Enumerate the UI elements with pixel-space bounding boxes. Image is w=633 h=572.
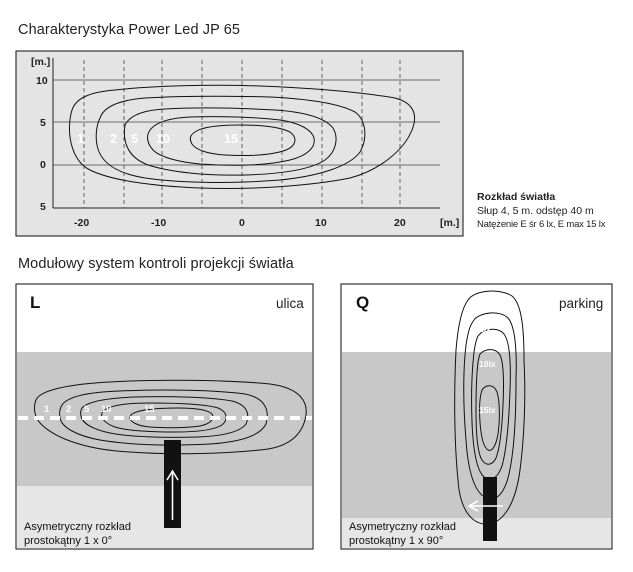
chart-frame: [15, 50, 464, 237]
panel-q-contour-label-5: 5lx: [479, 336, 491, 346]
panel-q-contour-2: [463, 312, 517, 500]
panel-l-tag: ulica: [276, 296, 304, 311]
chart-contour-label-5: 5: [131, 132, 138, 146]
panel-q-tag: parking: [559, 296, 604, 311]
panel-l-caption-line1: Asymetryczny rozkład: [24, 521, 131, 533]
panel-q-contour-label-10: 10lx: [479, 359, 496, 369]
y-unit-label: [m.]: [31, 56, 50, 68]
x-tick-neg20: -20: [74, 217, 89, 229]
panel-q-edge-band: [342, 518, 611, 548]
panel-l-contour-labels: 1 2 5 10 15: [44, 404, 155, 415]
y-tick-10: 10: [36, 75, 48, 87]
panel-q-caption-line2: prostokątny 1 x 90°: [349, 535, 444, 547]
panel-q-contour-10: [475, 349, 505, 465]
panel-l-contour-10: [101, 402, 227, 433]
y-tick-0: 0: [40, 159, 46, 171]
contour-1: [69, 84, 416, 190]
y-tick-5-top: 5: [40, 117, 46, 129]
panel-q-caption: Asymetryczny rozkład prostokątny 1 x 90°: [349, 520, 456, 548]
section-title: Modułowy system kontroli projekcji świat…: [18, 256, 294, 272]
panel-l-contour-label-10: 10: [101, 404, 112, 415]
info-illuminance: Natężenie E śr 6 lx, E max 15 lx: [477, 219, 606, 230]
x-tick-neg10: -10: [151, 217, 166, 229]
panel-l-contour-2: [59, 389, 268, 446]
panel-q-contour-15: [479, 385, 500, 451]
x-unit-label: [m.]: [440, 217, 459, 229]
contour-2: [95, 95, 366, 183]
chart-title: Charakterystyka Power Led JP 65: [18, 22, 241, 38]
grid-vertical: [83, 60, 401, 208]
panel-l-contour-label-5: 5: [84, 404, 90, 415]
x-tick-20: 20: [394, 217, 406, 229]
panel-l-arrow: [166, 469, 179, 520]
panel-q-contour-label-15: 15lx: [479, 405, 496, 415]
panel-q-arrow: [467, 500, 503, 512]
panel-q: 1 2lx 5lx 10lx 15lx: [340, 283, 613, 550]
y-tick-5-bottom: 5: [40, 201, 46, 213]
chart-contour-label-2: 2: [110, 132, 117, 146]
panel-q-caption-line1: Asymetryczny rozkład: [349, 521, 456, 533]
panel-l-contour-label-2: 2: [66, 404, 71, 415]
panel-l-contour-1: [33, 379, 307, 455]
info-heading: Rozkład światła: [477, 191, 556, 203]
chart-contours: [69, 84, 416, 190]
contour-10: [147, 116, 315, 166]
contour-5: [123, 107, 337, 176]
panel-q-contour-1: [454, 290, 526, 525]
panel-l-letter: L: [30, 293, 41, 312]
panel-l-caption: Asymetryczny rozkład prostokątny 1 x 0°: [24, 520, 131, 548]
chart-contour-label-1: 1: [77, 132, 84, 146]
panel-q-letter: Q: [356, 293, 370, 312]
chart-axis-labels: [m.] 10 5 0 5 -20 -10 0 10 20 [m.]: [31, 56, 459, 229]
panel-l-contour-label-15: 15: [144, 404, 155, 415]
panel-l: 1 2 5 10 15: [15, 283, 314, 550]
x-tick-0: 0: [239, 217, 245, 229]
light-distribution-info: Rozkład światła Słup 4, 5 m. odstęp 40 m…: [477, 190, 605, 232]
chart-contour-label-15: 15: [224, 132, 238, 146]
contour-15: [189, 124, 296, 156]
isolux-chart: 1 2 5 10 15 [m.] 10 5 0 5 -20 -10 0 10 2…: [15, 50, 464, 237]
x-tick-10: 10: [315, 217, 327, 229]
panel-l-contour-label-1: 1: [44, 404, 50, 415]
panel-q-pole: [483, 477, 497, 541]
info-pole-spacing: Słup 4, 5 m. odstęp 40 m: [477, 205, 594, 217]
panel-q-contour-label-2: 2lx: [479, 324, 491, 334]
chart-contour-label-10: 10: [156, 132, 170, 146]
panel-q-contour-labels: 1 2lx 5lx 10lx 15lx: [479, 302, 496, 415]
panel-l-caption-line2: prostokątny 1 x 0°: [24, 535, 113, 547]
chart-contour-labels: 1 2 5 10 15: [77, 132, 238, 146]
panel-q-contour-label-1: 1: [481, 302, 486, 312]
